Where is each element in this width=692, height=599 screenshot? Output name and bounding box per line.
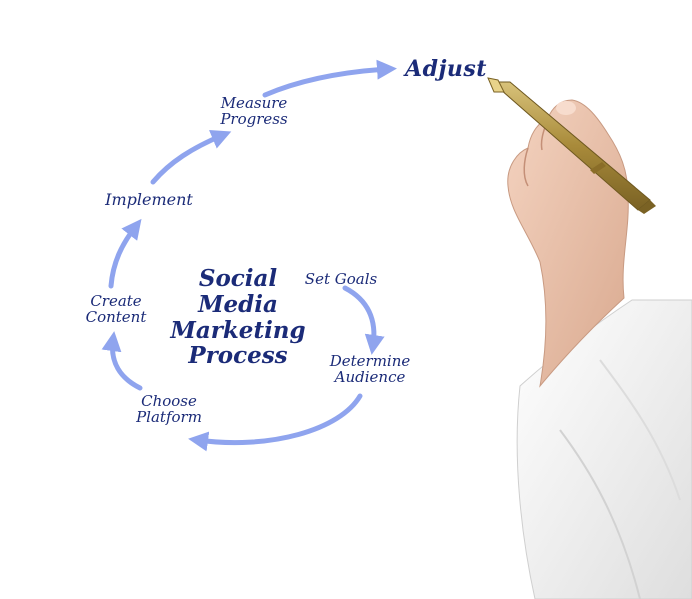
title-line-3: Marketing bbox=[170, 316, 306, 344]
finger-line bbox=[523, 147, 529, 187]
step-measure-line-2: Progress bbox=[220, 109, 288, 128]
title-line-4: Process bbox=[188, 342, 288, 370]
step-implement: Implement bbox=[105, 190, 193, 209]
step-measure-progress: Measure Progress bbox=[208, 94, 300, 128]
sleeve-fold bbox=[559, 429, 641, 599]
step-create-content: Create Content bbox=[76, 292, 156, 326]
arrow-measure-to-adjust bbox=[262, 59, 397, 98]
step-determine-line-1: Determine bbox=[329, 352, 411, 370]
step-determine-line-2: Audience bbox=[334, 367, 406, 386]
step-set-goals: Set Goals bbox=[304, 270, 378, 288]
step-create-line-1: Create bbox=[90, 292, 142, 310]
arrow-setgoals-to-determine bbox=[342, 285, 385, 355]
title-line-1: Social bbox=[198, 265, 278, 292]
step-measure-line-1: Measure bbox=[220, 94, 288, 112]
arrow-choose-to-create bbox=[101, 331, 143, 391]
step-choose-line-2: Platform bbox=[136, 407, 202, 426]
sleeve bbox=[516, 299, 692, 599]
step-adjust: Adjust bbox=[405, 56, 487, 82]
step-determine-audience: Determine Audience bbox=[320, 352, 420, 386]
fingernail bbox=[556, 101, 576, 115]
pen bbox=[487, 77, 656, 214]
diagram-title: Social Media Marketing Process bbox=[158, 266, 318, 369]
step-choose-line-1: Choose bbox=[141, 392, 197, 410]
arrow-implement-to-measure bbox=[150, 130, 232, 185]
step-create-line-2: Content bbox=[85, 307, 147, 326]
title-line-2: Media bbox=[198, 290, 278, 318]
arrow-create-to-implement bbox=[108, 218, 142, 289]
arrow-determine-to-choose bbox=[188, 393, 363, 452]
sleeve-fold-2 bbox=[599, 359, 681, 501]
step-choose-platform: Choose Platform bbox=[124, 392, 214, 426]
